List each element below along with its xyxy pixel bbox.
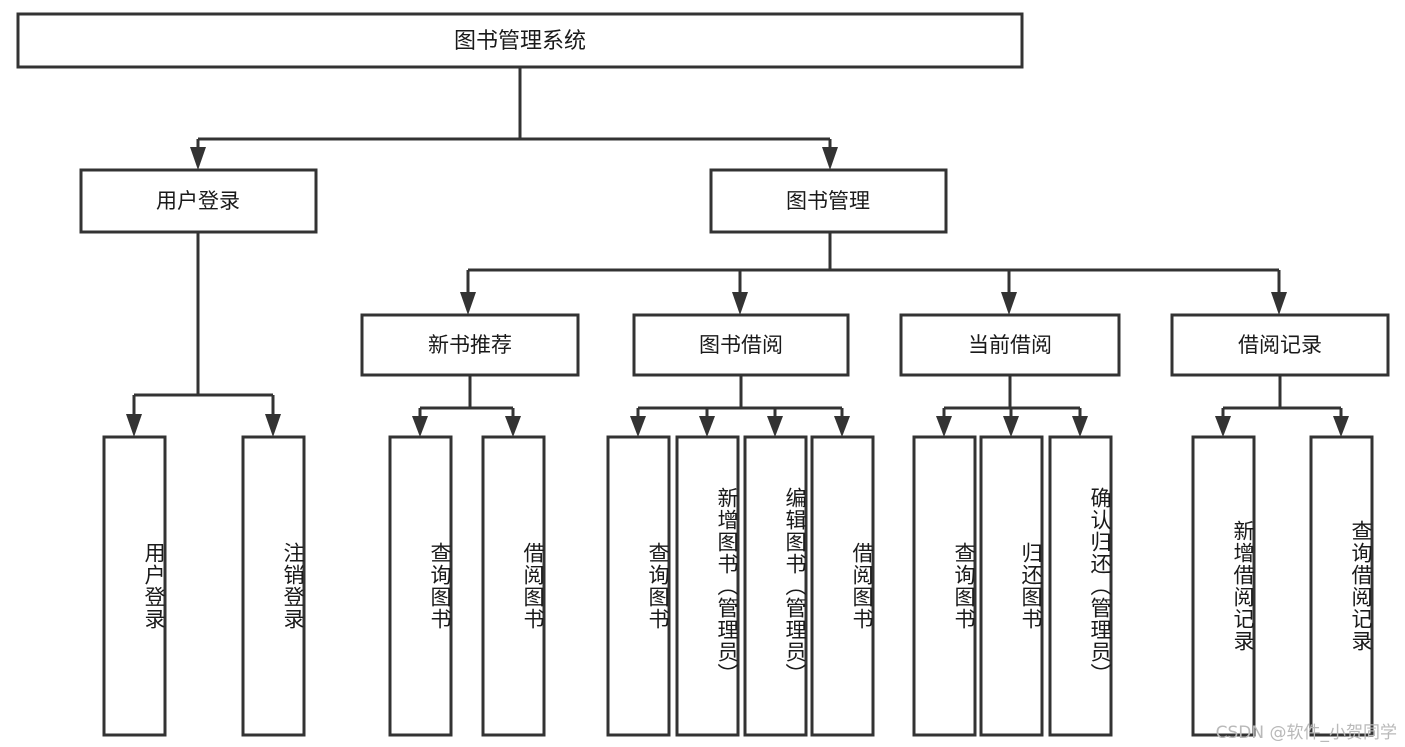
- arrow-head-new-book-leaf0: [412, 416, 428, 437]
- leaf-box-borrow-record-0[interactable]: [1191, 435, 1256, 737]
- node-root-label: 图书管理系统: [454, 29, 586, 54]
- leaf-boxes: [102, 435, 1374, 737]
- arrow-head-user-login-leaf0: [126, 414, 142, 437]
- connectors-current-borrow-to-leaves: [936, 375, 1088, 437]
- arrow-head-current-borrow-leaf2: [1072, 416, 1088, 437]
- arrow-head-new-book: [460, 292, 476, 315]
- connectors-book-borrow-to-leaves: [630, 375, 850, 437]
- leaf-box-new-book-0[interactable]: [388, 435, 453, 737]
- node-new-book-recommend-box: [360, 313, 580, 377]
- node-borrow-record-label: 借阅记录: [1238, 333, 1322, 357]
- node-new-book-recommend-label: 新书推荐: [428, 333, 512, 357]
- leaf-box-new-book-1[interactable]: [481, 435, 546, 737]
- arrow-head-borrow-record-leaf1: [1333, 416, 1349, 437]
- leaf-box-borrow-record-1[interactable]: [1309, 435, 1374, 737]
- node-book-borrow[interactable]: 图书借阅: [632, 313, 850, 377]
- leaf-box-current-borrow-2[interactable]: [1048, 435, 1113, 737]
- arrow-head-borrow-record-leaf0: [1215, 416, 1231, 437]
- node-user-login-label: 用户登录: [156, 189, 240, 213]
- connectors-root-to-level2: [190, 67, 838, 170]
- leaf-box-current-borrow-0[interactable]: [912, 435, 977, 737]
- node-book-management-label: 图书管理: [786, 189, 870, 213]
- leaf-box-book-borrow-3[interactable]: [810, 435, 875, 737]
- node-book-management-box: [709, 168, 948, 234]
- node-current-borrow[interactable]: 当前借阅: [899, 313, 1121, 377]
- arrow-head-new-book-leaf1: [505, 416, 521, 437]
- arrow-head-user-login-leaf1: [265, 414, 281, 437]
- node-root-book-management-system[interactable]: 图书管理系统: [16, 12, 1024, 69]
- node-root-box: [16, 12, 1024, 69]
- leaf-box-book-borrow-0[interactable]: [606, 435, 671, 737]
- node-current-borrow-label: 当前借阅: [968, 333, 1052, 357]
- node-book-borrow-box: [632, 313, 850, 377]
- node-user-login-box: [79, 168, 318, 234]
- node-book-borrow-label: 图书借阅: [699, 333, 783, 357]
- arrow-head-book-borrow: [732, 292, 748, 315]
- arrow-head-current-borrow-leaf1: [1003, 416, 1019, 437]
- leaf-box-book-borrow-1[interactable]: [675, 435, 740, 737]
- connectors-user-login-to-leaves: [126, 232, 281, 437]
- leaf-box-book-borrow-2[interactable]: [743, 435, 808, 737]
- leaf-box-current-borrow-1[interactable]: [979, 435, 1044, 737]
- arrow-head-current-borrow: [1001, 292, 1017, 315]
- arrow-head-book-borrow-leaf0: [630, 416, 646, 437]
- arrow-head-user-login: [190, 147, 206, 170]
- connectors-borrow-record-to-leaves: [1215, 375, 1349, 437]
- node-current-borrow-box: [899, 313, 1121, 377]
- arrow-head-borrow-record: [1271, 292, 1287, 315]
- node-user-login[interactable]: 用户登录: [79, 168, 318, 234]
- connectors-new-book-to-leaves: [412, 375, 521, 437]
- leaf-box-user-login-1[interactable]: [241, 435, 306, 737]
- leaf-box-user-login-0[interactable]: [102, 435, 167, 737]
- arrow-head-book-borrow-leaf1: [699, 416, 715, 437]
- arrow-head-book-borrow-leaf3: [834, 416, 850, 437]
- node-borrow-record-box: [1170, 313, 1390, 377]
- arrow-head-book-borrow-leaf2: [767, 416, 783, 437]
- arrow-head-current-borrow-leaf0: [936, 416, 952, 437]
- connectors-book-manage-to-level3: [460, 232, 1287, 315]
- node-book-management[interactable]: 图书管理: [709, 168, 948, 234]
- node-new-book-recommend[interactable]: 新书推荐: [360, 313, 580, 377]
- arrow-head-book-manage: [822, 147, 838, 170]
- node-borrow-record[interactable]: 借阅记录: [1170, 313, 1390, 377]
